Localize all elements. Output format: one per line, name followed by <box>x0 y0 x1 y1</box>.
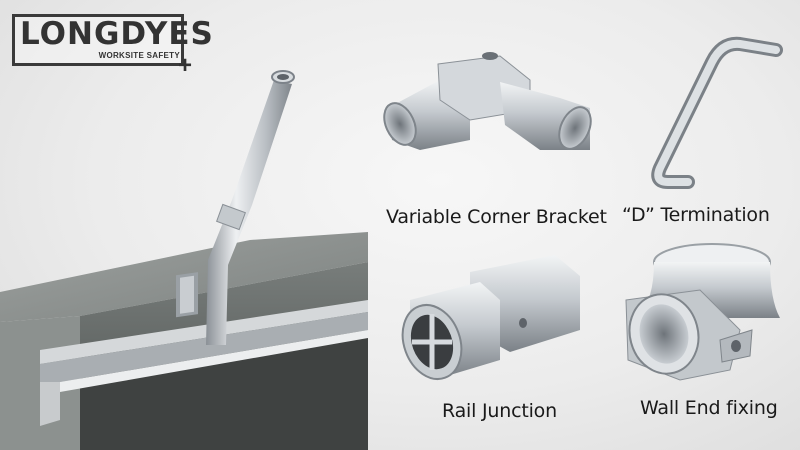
product-label-corner-bracket: Variable Corner Bracket <box>386 206 607 228</box>
product-label-d-termination: “D” Termination <box>622 204 770 226</box>
product-label-rail-junction: Rail Junction <box>442 400 557 422</box>
wall-end-fixing-icon <box>625 243 780 381</box>
d-termination-icon <box>651 36 783 189</box>
brand-logo: LONGDYES WORKSITE SAFETY + <box>12 14 213 78</box>
brand-plus-mark: + <box>178 52 193 79</box>
rail-junction-icon <box>401 255 580 380</box>
brand-name: LONGDYES <box>20 16 214 52</box>
brand-tagline: WORKSITE SAFETY <box>98 51 180 60</box>
parapet-wall <box>0 232 368 450</box>
product-label-wall-end-fixing: Wall End fixing <box>640 397 778 419</box>
logo-frame <box>12 14 184 66</box>
corner-bracket-icon <box>383 52 592 150</box>
handrail-post <box>176 70 295 345</box>
